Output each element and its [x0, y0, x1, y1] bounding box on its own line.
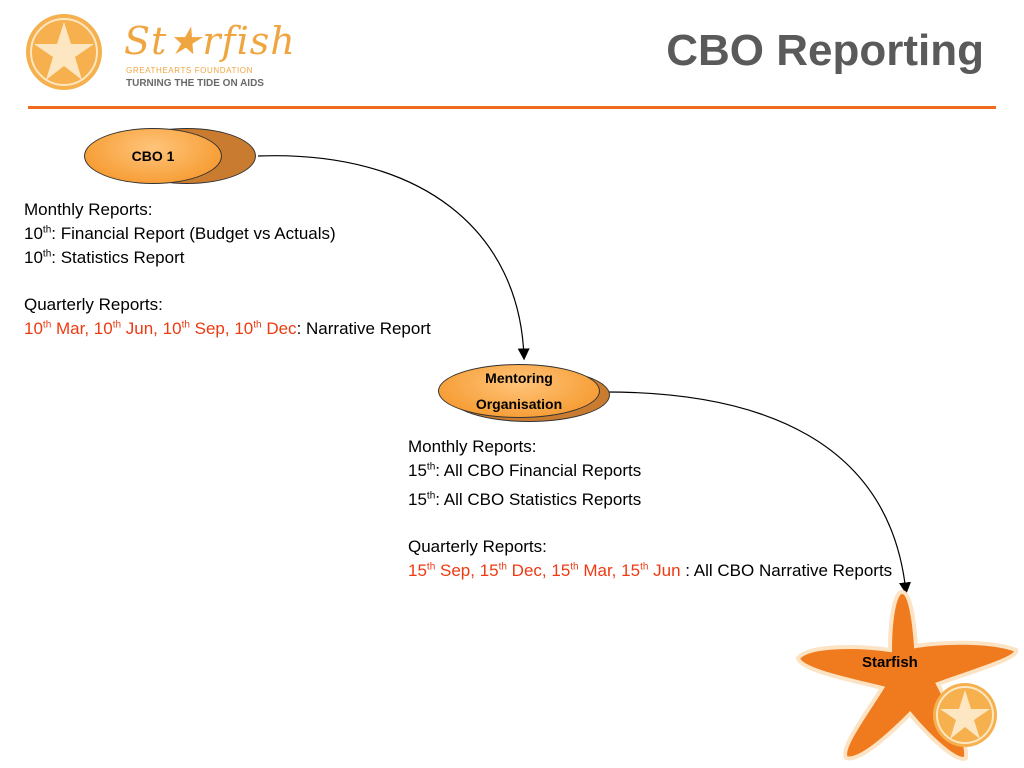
logo-tagline-aids: TURNING THE TIDE ON AIDS [126, 78, 264, 89]
node-mentor-label-1: Mentoring [485, 370, 553, 386]
mentor-monthly-heading: Monthly Reports: [408, 437, 537, 456]
starfish-badge-logo [24, 12, 104, 92]
mentor-monthly-item: 15th: All CBO Statistics Reports [408, 490, 642, 509]
node-cbo1-oval: CBO 1 [84, 128, 222, 184]
logo-tagline-foundation: GREATHEARTS FOUNDATION [126, 66, 253, 75]
page-title: CBO Reporting [666, 26, 984, 75]
node-cbo1: CBO 1 [82, 126, 258, 188]
mentor-quarterly-item: 15th Sep, 15th Dec, 15th Mar, 15th Jun :… [408, 561, 893, 580]
node-mentor-label-2: Organisation [475, 396, 563, 412]
cbo-reports-block: Monthly Reports: 10th: Financial Report … [24, 198, 431, 341]
header-divider [28, 106, 996, 109]
starfish-small-badge [930, 680, 1000, 750]
node-mentor-oval: Mentoring Organisation [438, 364, 600, 418]
mentor-reports-block: Monthly Reports: 15th: All CBO Financial… [408, 435, 892, 583]
mentor-monthly-item: 15th: All CBO Financial Reports [408, 461, 642, 480]
cbo-quarterly-item: 10th Mar, 10th Jun, 10th Sep, 10th Dec: … [24, 319, 431, 338]
logo-wordmark: St★rfish [124, 19, 296, 63]
starfish-icon [795, 589, 1018, 761]
mentor-quarterly-dates: 15th Sep, 15th Dec, 15th Mar, 15th Jun [408, 561, 681, 580]
cbo-quarterly-heading: Quarterly Reports: [24, 295, 163, 314]
cbo-quarterly-dates: 10th Mar, 10th Jun, 10th Sep, 10th Dec [24, 319, 297, 338]
cbo-monthly-item: 10th: Financial Report (Budget vs Actual… [24, 224, 336, 243]
node-mentoring-organisation: Mentoring Organisation [438, 364, 614, 422]
node-starfish-label: Starfish [862, 654, 918, 671]
node-cbo1-label: CBO 1 [131, 148, 175, 164]
mentor-quarterly-heading: Quarterly Reports: [408, 537, 547, 556]
cbo-monthly-heading: Monthly Reports: [24, 200, 153, 219]
cbo-monthly-item: 10th: Statistics Report [24, 248, 185, 267]
starfish-wordmark-logo: St★rfish GREATHEARTS FOUNDATION TURNING … [124, 19, 296, 92]
